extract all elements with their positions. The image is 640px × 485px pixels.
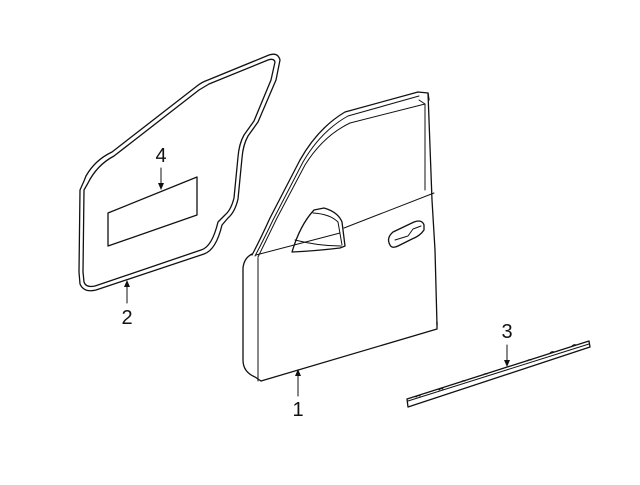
weatherstrip-part[interactable]	[78, 53, 281, 292]
callout-4[interactable]: 4	[155, 145, 167, 167]
leader-arrow-3	[504, 344, 510, 367]
callout-2[interactable]: 2	[121, 307, 133, 329]
callout-1[interactable]: 1	[292, 399, 304, 421]
side-molding-part[interactable]	[406, 340, 591, 408]
leader-arrow-4	[158, 167, 164, 190]
label-panel-part[interactable]	[107, 176, 198, 247]
door-shell-part[interactable]	[242, 91, 438, 382]
callout-3[interactable]: 3	[501, 321, 513, 343]
leader-arrow-2	[124, 280, 130, 304]
leader-arrow-1	[295, 369, 301, 397]
